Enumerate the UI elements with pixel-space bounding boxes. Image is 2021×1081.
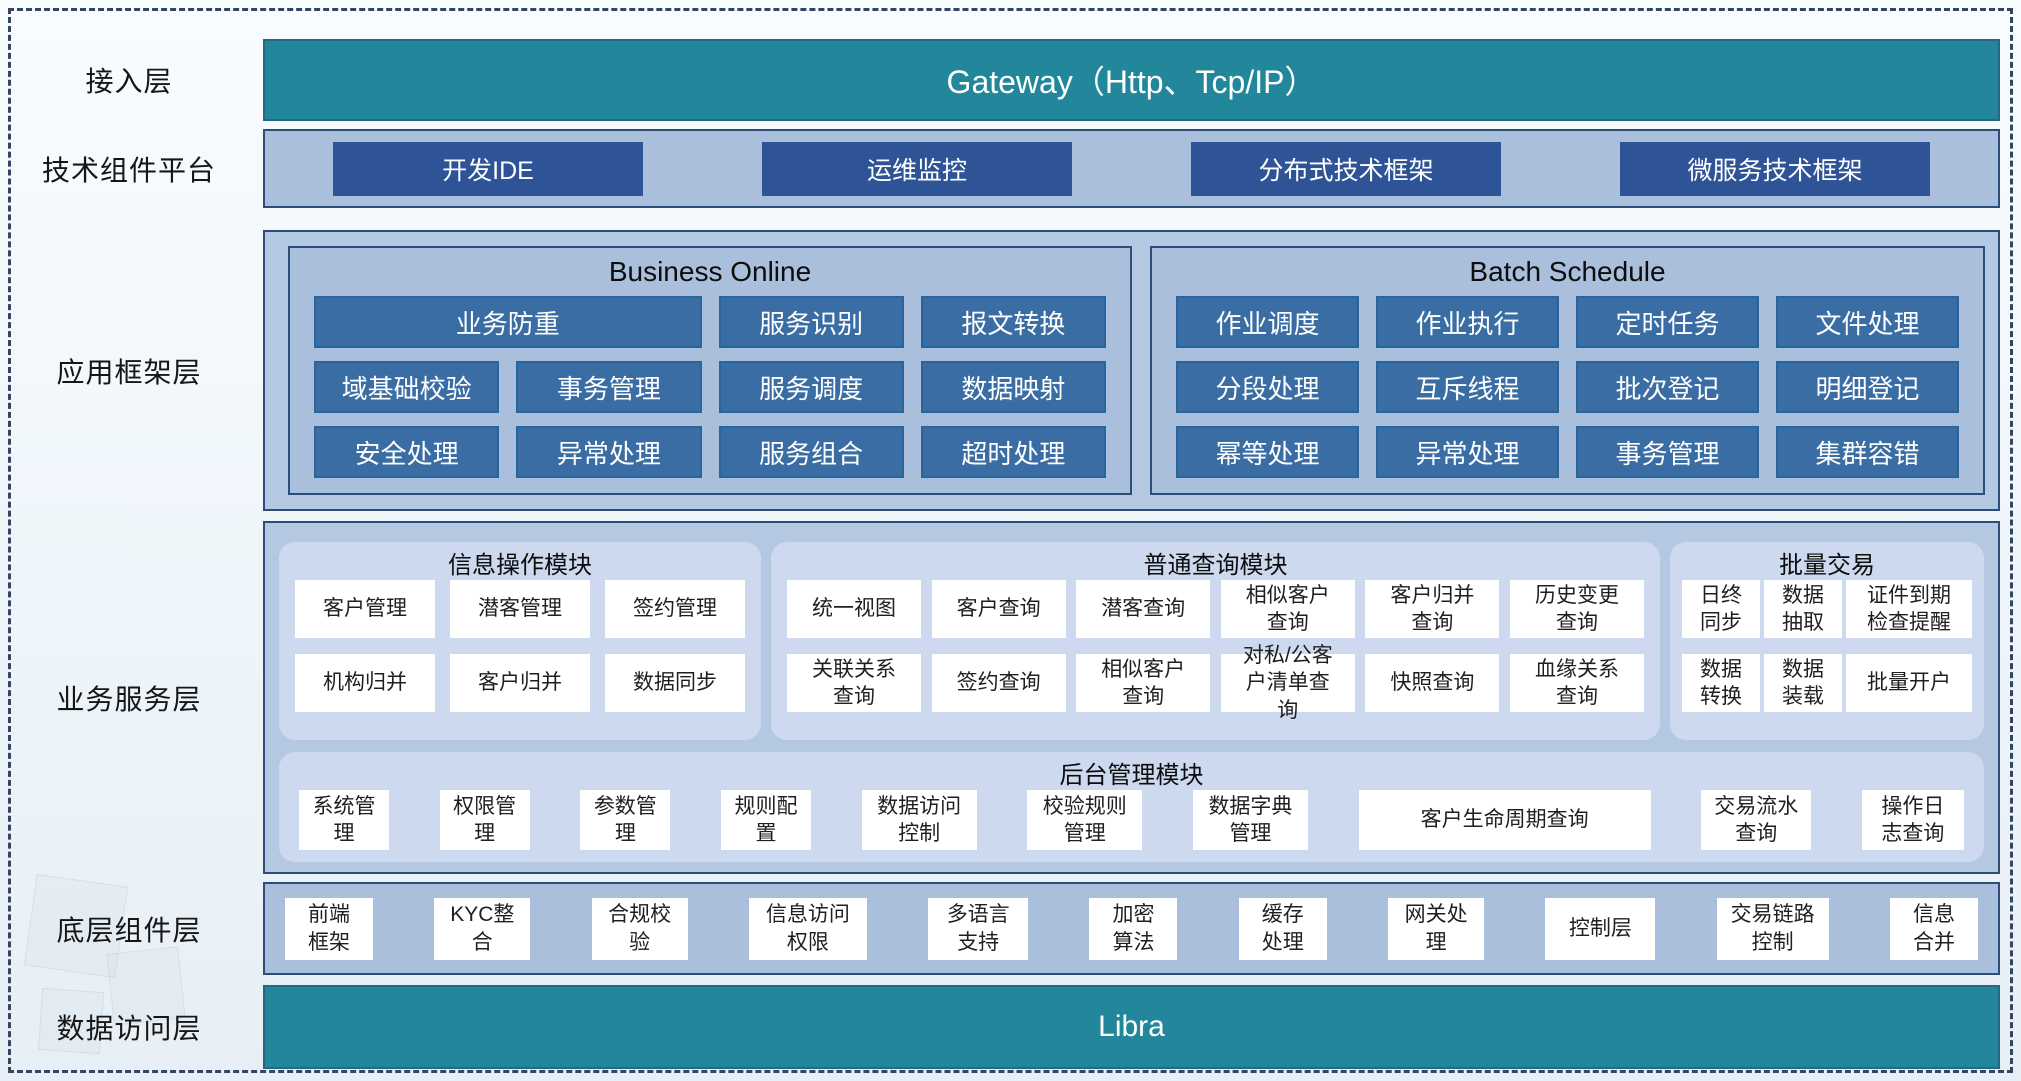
service-box: 权限管理: [439, 790, 530, 850]
service-box: 数据同步: [605, 654, 745, 712]
service-box: 数据访问控制: [861, 790, 977, 850]
service-box: 证件到期检查提醒: [1846, 580, 1972, 638]
service-box: 客户管理: [295, 580, 435, 638]
app-button: 互斥线程: [1376, 361, 1559, 413]
service-box: 参数管理: [580, 790, 671, 850]
service-box: 数据转换: [1682, 654, 1760, 712]
batch-schedule-panel: Batch Schedule 作业调度 作业执行 定时任务 文件处理 分段处理 …: [1150, 246, 1985, 495]
app-button: 分段处理: [1176, 361, 1359, 413]
app-button: 域基础校验: [314, 361, 500, 413]
app-button: 集群容错: [1776, 426, 1959, 478]
gateway-bar: Gateway（Http、Tcp/IP）: [263, 39, 2000, 121]
service-box: 历史变更查询: [1509, 580, 1644, 638]
service-box: 相似客户查询: [1076, 654, 1211, 712]
app-button: 幂等处理: [1176, 426, 1359, 478]
service-box: 签约查询: [931, 654, 1066, 712]
app-framework-container: Business Online 业务防重 服务识别 报文转换 域基础校验 事务管…: [263, 230, 2000, 511]
batch-trade-module: 批量交易 日终同步 数据抽取 证件到期检查提醒 数据转换 数据装载 批量开户: [1670, 542, 1984, 740]
service-box: 交易流水查询: [1701, 790, 1812, 850]
layer-label-access: 接入层: [85, 66, 173, 97]
common-query-title: 普通查询模块: [1143, 551, 1288, 579]
service-box: 日终同步: [1682, 580, 1760, 638]
base-components-band: 前端框架 KYC整合 合规校验 信息访问权限 多语言支持 加密算法 缓存处理 网…: [263, 882, 2000, 975]
app-button: 异常处理: [1376, 426, 1559, 478]
app-button: 明细登记: [1776, 361, 1959, 413]
service-box: 关联关系查询: [787, 654, 921, 712]
libra-bar: Libra: [263, 985, 2000, 1069]
batch-schedule-title: Batch Schedule: [1469, 256, 1666, 287]
tech-item-ops-monitor: 运维监控: [762, 141, 1072, 196]
diagram-dashed-border: [8, 8, 2013, 1073]
business-online-title: Business Online: [608, 256, 812, 287]
layer-label-app-framework: 应用框架层: [56, 356, 202, 388]
service-box: 统一视图: [787, 580, 921, 638]
service-box: 系统管理: [299, 790, 389, 850]
component-box: 信息访问权限: [748, 897, 867, 960]
service-box: 签约管理: [605, 580, 745, 638]
component-box: 信息合并: [1889, 897, 1978, 960]
app-button: 作业执行: [1376, 296, 1559, 348]
app-button: 定时任务: [1576, 296, 1759, 348]
service-box: 对私/公客户清单查询: [1220, 644, 1355, 722]
tech-item-microservice-fw: 微服务技术框架: [1620, 141, 1930, 196]
component-box: KYC整合: [434, 897, 531, 960]
app-button: 安全处理: [314, 426, 500, 478]
app-button: 服务组合: [718, 426, 904, 478]
service-box: 潜客管理: [450, 580, 590, 638]
batch-trade-title: 批量交易: [1779, 551, 1875, 579]
service-box: 规则配置: [720, 790, 811, 850]
layer-label-base-components: 底层组件层: [56, 914, 202, 946]
layer-label-business-service: 业务服务层: [56, 683, 202, 715]
service-box: 快照查询: [1365, 654, 1500, 712]
component-box: 前端框架: [285, 897, 373, 960]
component-box: 网关处理: [1388, 897, 1485, 960]
component-box: 交易链路控制: [1716, 897, 1829, 960]
tech-item-distributed-fw: 分布式技术框架: [1191, 141, 1501, 196]
service-box: 客户归并: [450, 654, 590, 712]
app-button: 作业调度: [1176, 296, 1359, 348]
app-button: 事务管理: [516, 361, 702, 413]
component-box: 缓存处理: [1238, 897, 1327, 960]
service-box: 血缘关系查询: [1509, 654, 1644, 712]
admin-module-title: 后台管理模块: [1059, 761, 1204, 789]
app-button: 超时处理: [920, 426, 1106, 478]
component-box: 合规校验: [591, 897, 688, 960]
app-button: 文件处理: [1776, 296, 1959, 348]
app-button: 异常处理: [516, 426, 702, 478]
service-box: 数据抽取: [1764, 580, 1842, 638]
service-box: 数据字典管理: [1192, 790, 1308, 850]
service-box: 校验规则管理: [1027, 790, 1143, 850]
app-button: 事务管理: [1576, 426, 1759, 478]
tech-item-dev-ide: 开发IDE: [333, 141, 643, 196]
tech-platform-band: 开发IDE 运维监控 分布式技术框架 微服务技术框架: [263, 129, 2000, 208]
service-box: 数据装载: [1764, 654, 1842, 712]
service-box: 客户归并查询: [1365, 580, 1500, 638]
service-box: 相似客户查询: [1220, 580, 1355, 638]
service-box: 客户生命周期查询: [1358, 790, 1651, 850]
app-button: 报文转换: [920, 296, 1106, 348]
app-button: 数据映射: [920, 361, 1106, 413]
service-box: 客户查询: [931, 580, 1066, 638]
component-box: 加密算法: [1089, 897, 1178, 960]
app-button: 服务调度: [718, 361, 904, 413]
business-online-panel: Business Online 业务防重 服务识别 报文转换 域基础校验 事务管…: [288, 246, 1132, 495]
app-button: 批次登记: [1576, 361, 1759, 413]
admin-module: 后台管理模块 系统管理 权限管理 参数管理 规则配置 数据访问控制 校验规则管理…: [279, 752, 1984, 862]
layer-label-data-access: 数据访问层: [56, 1013, 202, 1044]
component-box: 多语言支持: [928, 897, 1029, 960]
info-operation-module: 信息操作模块 客户管理 潜客管理 签约管理 机构归并 客户归并 数据同步: [279, 542, 761, 740]
app-button: 业务防重: [314, 296, 702, 348]
component-box: 控制层: [1545, 897, 1656, 960]
common-query-module: 普通查询模块 统一视图 客户查询 潜客查询 相似客户查询 客户归并查询 历史变更…: [771, 542, 1660, 740]
business-service-container: 信息操作模块 客户管理 潜客管理 签约管理 机构归并 客户归并 数据同步 普通查…: [263, 521, 2000, 874]
service-box: 操作日志查询: [1861, 790, 1964, 850]
info-operation-title: 信息操作模块: [448, 551, 592, 579]
service-box: 潜客查询: [1076, 580, 1211, 638]
app-button: 服务识别: [718, 296, 904, 348]
service-box: 机构归并: [295, 654, 435, 712]
service-box: 批量开户: [1846, 654, 1972, 712]
layer-label-tech-platform: 技术组件平台: [41, 154, 216, 186]
